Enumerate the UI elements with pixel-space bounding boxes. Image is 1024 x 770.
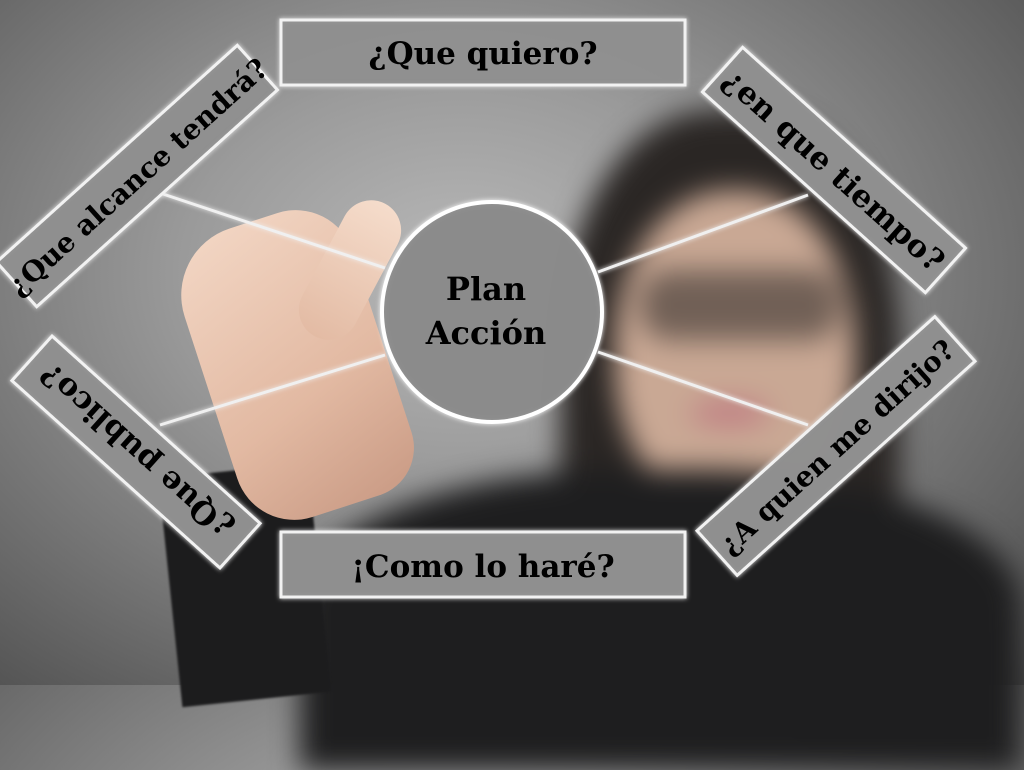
node-a-quien-me-dirijo: ¿A quien me dirijo? <box>694 314 978 578</box>
center-line-2: Acción <box>425 314 547 352</box>
mind-map-diagram: ¿Que quiero? ¡Como lo haré? ¿en que tiem… <box>0 18 978 599</box>
lips-shape <box>690 400 770 426</box>
node-label: ¿A quien me dirijo? <box>713 333 961 561</box>
node-label: ¿Que alcance tendrá? <box>2 52 275 302</box>
node-que-alcance-tendra: ¿Que alcance tendrá? <box>0 43 280 309</box>
node-label: ¡Como lo haré? <box>351 549 614 585</box>
connector-bottom-right <box>597 350 809 427</box>
node-en-que-tiempo: ¿en que tiempo? <box>700 45 968 295</box>
center-line-1: Plan <box>446 270 526 308</box>
node-como-lo-hare: ¡Como lo haré? <box>279 530 687 599</box>
center-node: Plan Acción <box>380 200 604 424</box>
node-que-publico: ¿Que publico? <box>9 333 263 571</box>
node-que-quiero: ¿Que quiero? <box>279 18 687 87</box>
connector-top-left <box>159 191 386 270</box>
node-label: ¿Que quiero? <box>368 36 597 72</box>
node-label: ¿Que publico? <box>33 356 239 547</box>
glasses-shape <box>640 270 840 340</box>
connectors <box>159 85 809 532</box>
connector-bottom-left <box>159 353 386 427</box>
connector-top-right <box>597 193 809 274</box>
node-label: ¿en que tiempo? <box>715 62 951 280</box>
